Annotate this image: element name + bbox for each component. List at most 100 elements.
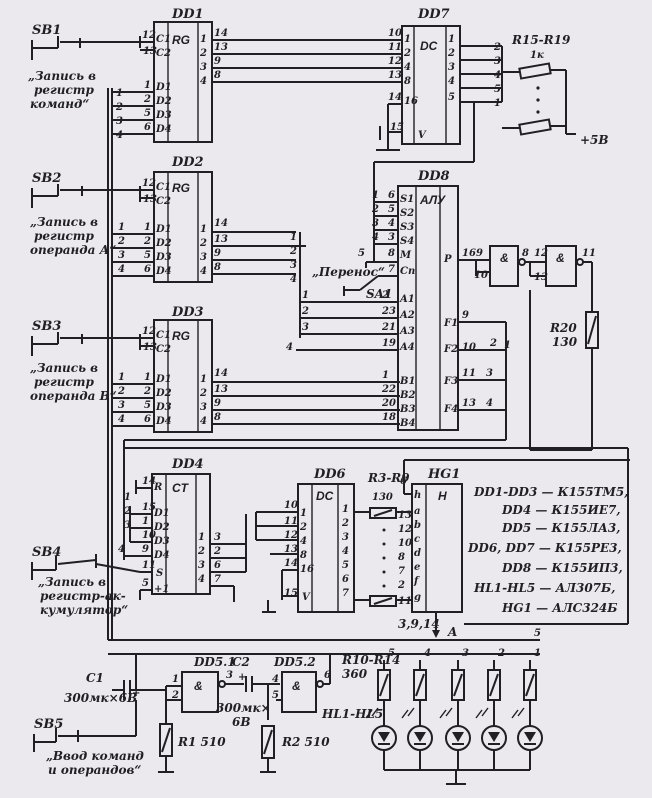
dd8-chip — [397, 185, 459, 431]
dd2-pin-d2: D2 — [155, 238, 172, 249]
svg-text:13: 13 — [143, 46, 157, 57]
hg1-title: HG1 — [427, 467, 460, 482]
svg-text:12: 12 — [142, 30, 156, 41]
svg-text:16: 16 — [300, 564, 314, 575]
r20-value: 130 — [552, 335, 578, 349]
a-label: A — [447, 625, 457, 639]
svg-text:6: 6 — [388, 190, 395, 201]
svg-text:4: 4 — [272, 674, 279, 685]
dd4-title: DD4 — [171, 457, 204, 472]
sb5-caption-2: и операндов“ — [48, 763, 141, 777]
dd3-pin-d1: D1 — [155, 374, 172, 385]
svg-text:7: 7 — [214, 574, 221, 585]
sb1-caption-1: „Запись в — [28, 69, 96, 83]
dd7-title: DD7 — [417, 7, 450, 22]
led-1: 5 — [365, 648, 397, 770]
svg-text:12: 12 — [398, 524, 412, 535]
svg-text:1: 1 — [302, 290, 309, 301]
svg-text:3: 3 — [116, 116, 123, 127]
svg-text:10: 10 — [142, 530, 156, 541]
svg-text:6: 6 — [144, 122, 151, 133]
sa1-label: SA1 — [366, 287, 392, 301]
r20-label: R20 — [549, 321, 577, 335]
alu-pin-f1: F1 — [443, 318, 458, 329]
svg-text:9: 9 — [214, 56, 221, 67]
dd4-pin-d1: D1 — [153, 508, 170, 519]
svg-text:14: 14 — [214, 28, 228, 39]
sb3-label: SB3 — [32, 319, 61, 334]
gate-dd52 — [281, 671, 317, 713]
svg-text:14: 14 — [142, 476, 156, 487]
svg-text:18: 18 — [382, 412, 396, 423]
svg-text:1: 1 — [342, 504, 349, 515]
svg-text:8: 8 — [404, 76, 411, 87]
carry-label: „Перенос“ — [312, 265, 385, 279]
dd2-pin-d3: D3 — [155, 252, 172, 263]
svg-text:9: 9 — [142, 544, 149, 555]
dd3-pin-d2: D2 — [155, 388, 172, 399]
svg-text:8: 8 — [300, 550, 307, 561]
svg-text:6: 6 — [144, 264, 151, 275]
sb3-caption-3: операнда В“ — [30, 389, 117, 403]
svg-text:4: 4 — [198, 574, 205, 585]
svg-text:13: 13 — [143, 342, 157, 353]
svg-text:3: 3 — [118, 400, 125, 411]
svg-text:3: 3 — [494, 56, 501, 67]
svg-text:2: 2 — [371, 204, 379, 215]
svg-text:5: 5 — [342, 560, 349, 571]
c2-value-2: 6В — [232, 715, 251, 729]
sb4-caption-3: кумулятор“ — [40, 603, 128, 617]
svg-text:1: 1 — [372, 190, 379, 201]
legend-line-1: DD1-DD3 — К155ТМ5, — [473, 485, 628, 499]
alu-pin-a1: A1 — [399, 294, 415, 305]
led-3-number: 3 — [462, 648, 469, 659]
sb1-label: SB1 — [32, 23, 61, 38]
dd4-pin-plus1: +1 — [154, 584, 169, 595]
alu-pin-m: M — [399, 250, 412, 261]
svg-text:4: 4 — [342, 546, 349, 557]
led-group: 5 4 3 — [365, 648, 543, 785]
gate-1-symbol: & — [500, 251, 509, 265]
r2-label: R2 510 — [281, 735, 330, 749]
alu-pin-b3: B3 — [399, 404, 415, 415]
sb2-caption-1: „Запись в — [30, 215, 98, 229]
r10-r14-value: 360 — [342, 667, 368, 681]
svg-text:12: 12 — [142, 326, 156, 337]
svg-text:10: 10 — [388, 28, 402, 39]
svg-text:3: 3 — [342, 532, 349, 543]
svg-text:1: 1 — [448, 34, 455, 45]
svg-text:3: 3 — [290, 260, 297, 271]
svg-text:2: 2 — [199, 388, 207, 399]
svg-text:1: 1 — [144, 80, 151, 91]
svg-text:5: 5 — [144, 108, 151, 119]
sb3-caption-1: „Запись в — [30, 361, 98, 375]
svg-text:5: 5 — [448, 92, 455, 103]
dd4-ct: CT — [172, 481, 190, 495]
svg-text:19: 19 — [382, 338, 396, 349]
dd6-pin-v: V — [302, 592, 311, 603]
dd52-title: DD5.2 — [273, 655, 316, 669]
svg-text:4: 4 — [118, 544, 125, 555]
dd1-pin-c2: C2 — [156, 48, 171, 59]
hg-seg-f: f — [413, 576, 420, 587]
dd6-title: DD6 — [313, 467, 346, 482]
legend-line-5: DD8 — К155ИП3, — [501, 561, 623, 575]
dd1-pin-d2: D2 — [155, 96, 172, 107]
sb5-caption-1: „Ввод команд — [46, 749, 144, 763]
svg-text:6: 6 — [342, 574, 349, 585]
alu-pin-s3: S3 — [400, 222, 414, 233]
svg-text:9: 9 — [214, 398, 221, 409]
svg-text:13: 13 — [214, 384, 228, 395]
svg-text:2: 2 — [489, 338, 497, 349]
r1-label: R1 510 — [177, 735, 226, 749]
gate-dd52-symbol: & — [292, 679, 301, 693]
svg-text:1: 1 — [290, 232, 297, 243]
svg-text:5: 5 — [358, 248, 365, 259]
svg-text:2: 2 — [397, 580, 405, 591]
svg-text:13: 13 — [462, 398, 476, 409]
svg-text:12: 12 — [388, 56, 402, 67]
svg-text:15: 15 — [142, 502, 156, 513]
svg-text:9: 9 — [476, 248, 483, 259]
svg-text:11: 11 — [142, 560, 156, 571]
svg-text:2: 2 — [299, 522, 307, 533]
